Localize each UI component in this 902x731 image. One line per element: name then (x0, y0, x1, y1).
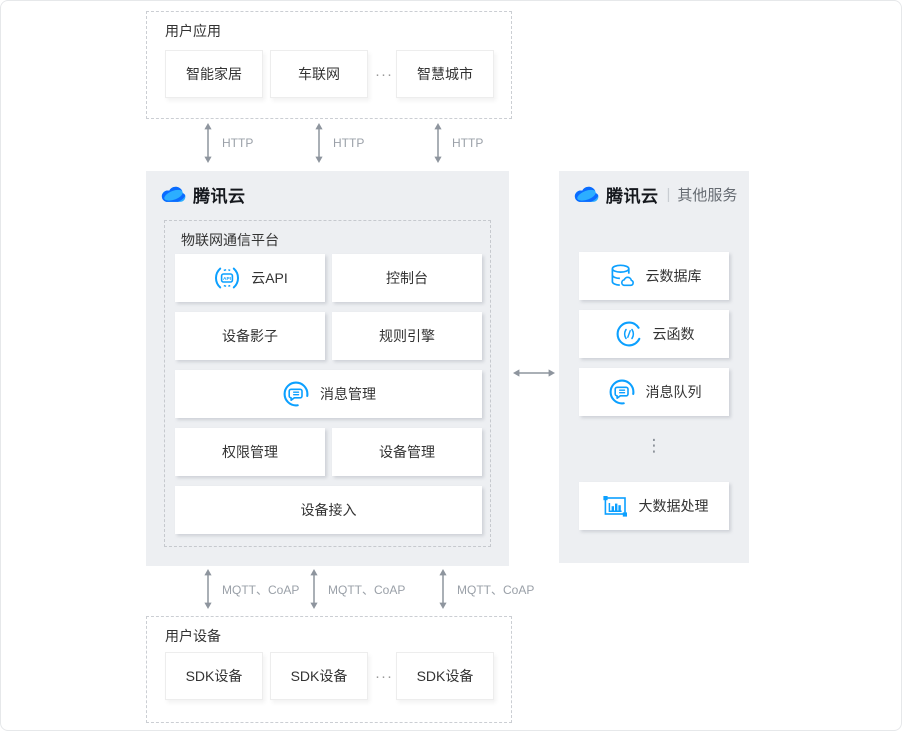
double-arrow-horizontal-icon (512, 366, 556, 380)
user-devices-group: 用户设备 SDK设备 SDK设备 ··· SDK设备 (146, 616, 512, 723)
tencent-cloud-panel: 腾讯云 物联网通信平台 API 云API 控制台 设备影子 规则引擎 (146, 171, 509, 566)
message-icon (281, 379, 311, 409)
module-permission-management: 权限管理 (175, 428, 325, 476)
brand-name: 腾讯云 (606, 187, 659, 206)
protocol-label: MQTT、CoAP (222, 582, 300, 597)
user-devices-row: SDK设备 SDK设备 ··· SDK设备 (165, 652, 494, 700)
iot-platform-label: 物联网通信平台 (181, 232, 279, 248)
app-box-iov: 车联网 (270, 50, 368, 98)
module-rule-engine: 规则引擎 (332, 312, 482, 360)
module-label: 消息管理 (320, 386, 376, 402)
tencent-cloud-logo-icon (159, 184, 189, 205)
panel-connector (512, 366, 556, 380)
brand: 腾讯云 | 其他服务 (572, 182, 737, 207)
http-link-3: HTTP (431, 122, 483, 164)
user-devices-label: 用户设备 (165, 628, 221, 644)
module-device-shadow: 设备影子 (175, 312, 325, 360)
function-icon (614, 319, 644, 349)
protocol-label: MQTT、CoAP (457, 582, 535, 597)
ellipsis-vertical: ⋮ (645, 436, 663, 455)
brand-subtitle: 其他服务 (677, 187, 738, 204)
protocol-label: HTTP (333, 136, 365, 150)
mqtt-link-3: MQTT、CoAP (436, 568, 534, 610)
tencent-cloud-logo-icon (572, 184, 602, 205)
module-label: 设备管理 (379, 444, 435, 460)
service-label: 云函数 (652, 326, 695, 342)
module-label: 设备影子 (222, 328, 278, 344)
sdk-device-box: SDK设备 (165, 652, 263, 700)
iot-platform-group: 物联网通信平台 API 云API 控制台 设备影子 规则引擎 消息管理 (164, 220, 491, 547)
brand-name: 腾讯云 (193, 187, 246, 206)
ellipsis-horizontal: ··· (375, 667, 393, 685)
http-link-2: HTTP (312, 122, 364, 164)
app-box-smart-home: 智能家居 (165, 50, 263, 98)
double-arrow-vertical-icon (201, 122, 215, 164)
module-label: 权限管理 (222, 444, 278, 460)
user-apps-row: 智能家居 车联网 ··· 智慧城市 (165, 50, 494, 98)
protocol-label: HTTP (452, 136, 484, 150)
user-apps-group: 用户应用 智能家居 车联网 ··· 智慧城市 (146, 11, 512, 119)
module-label: 设备接入 (300, 502, 357, 518)
double-arrow-vertical-icon (436, 568, 450, 610)
module-device-access: 设备接入 (175, 486, 482, 534)
module-label: 云API (251, 270, 288, 286)
service-cloud-database: 云数据库 (579, 252, 729, 300)
service-cloud-function: 云函数 (579, 310, 729, 358)
module-message-management: 消息管理 (175, 370, 482, 418)
user-apps-label: 用户应用 (165, 23, 221, 39)
ellipsis-horizontal: ··· (375, 65, 393, 83)
app-box-smart-city: 智慧城市 (396, 50, 494, 98)
database-icon (607, 261, 637, 291)
service-label: 云数据库 (645, 268, 702, 284)
service-big-data: 大数据处理 (579, 482, 729, 530)
module-console: 控制台 (332, 254, 482, 302)
double-arrow-vertical-icon (431, 122, 445, 164)
mqtt-link-2: MQTT、CoAP (307, 568, 405, 610)
protocol-label: MQTT、CoAP (328, 582, 406, 597)
double-arrow-vertical-icon (201, 568, 215, 610)
module-cloud-api: API 云API (175, 254, 325, 302)
module-grid: API 云API 控制台 设备影子 规则引擎 消息管理 权限管理 (175, 254, 482, 534)
bigdata-icon (600, 491, 630, 521)
double-arrow-vertical-icon (307, 568, 321, 610)
sdk-device-box: SDK设备 (396, 652, 494, 700)
double-arrow-vertical-icon (312, 122, 326, 164)
api-icon: API (212, 263, 242, 293)
message-icon (607, 377, 637, 407)
service-label: 消息队列 (645, 384, 702, 400)
sdk-device-box: SDK设备 (270, 652, 368, 700)
module-device-management: 设备管理 (332, 428, 482, 476)
mqtt-link-1: MQTT、CoAP (201, 568, 299, 610)
brand: 腾讯云 (159, 182, 246, 207)
other-services-panel: 腾讯云 | 其他服务 云数据库 云函数 消息队列 ⋮ 大数据处理 (559, 171, 749, 563)
protocol-label: HTTP (222, 136, 254, 150)
module-label: 规则引擎 (379, 328, 435, 344)
service-label: 大数据处理 (638, 498, 709, 514)
module-label: 控制台 (386, 270, 428, 286)
svg-text:API: API (223, 276, 232, 282)
service-message-queue: 消息队列 (579, 368, 729, 416)
http-link-1: HTTP (201, 122, 253, 164)
brand-divider: | (666, 186, 671, 203)
